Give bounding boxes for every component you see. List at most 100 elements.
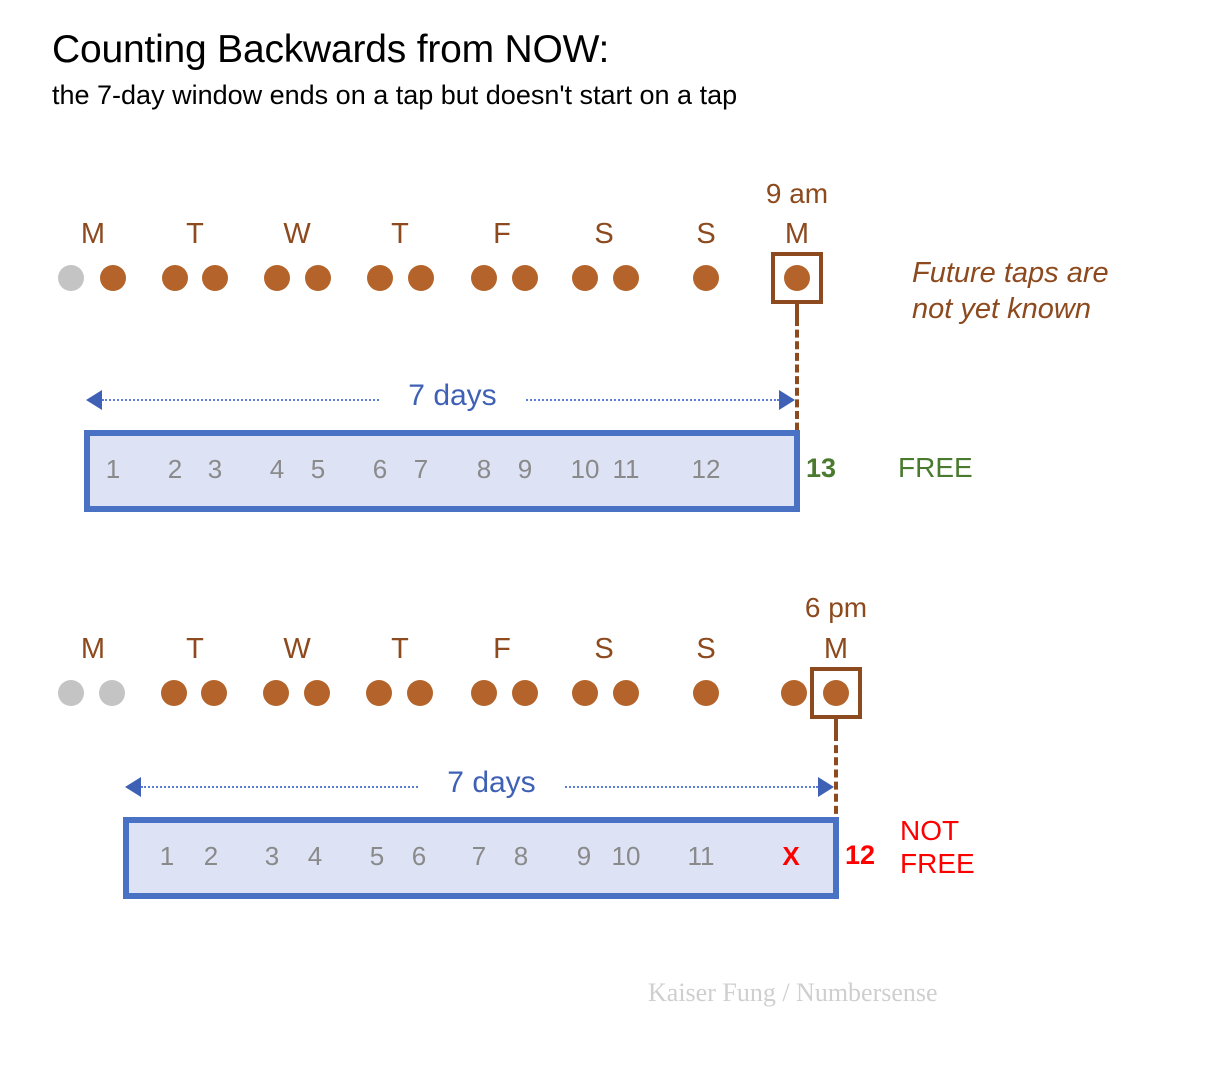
day-label-4: F xyxy=(493,633,511,665)
tap-dot xyxy=(572,680,598,706)
tap-dot xyxy=(100,265,126,291)
now-time-label: 9 am xyxy=(765,178,829,209)
tap-dot xyxy=(471,265,497,291)
future-taps-note-line-1: Future taps are xyxy=(912,257,1109,289)
seven-day-arrow: 7 days xyxy=(125,766,834,802)
day-label-4: F xyxy=(493,218,511,250)
count-cell-6: 6 xyxy=(411,841,427,871)
tap-dot xyxy=(161,680,187,706)
count-cell-5: 5 xyxy=(369,841,385,871)
arrow-head-right-icon xyxy=(779,390,795,410)
count-window-bar xyxy=(123,817,839,899)
tap-dot xyxy=(408,265,434,291)
count-cell-8: 8 xyxy=(513,841,529,871)
now-stem xyxy=(834,719,838,733)
tap-dot xyxy=(367,265,393,291)
count-cell-7: 7 xyxy=(471,841,487,871)
arrow-label: 7 days xyxy=(380,379,525,413)
verdict-line-1: NOT xyxy=(900,815,960,846)
day-label-2: W xyxy=(283,218,311,250)
tap-dot xyxy=(781,680,807,706)
now-drop-line xyxy=(795,318,799,512)
now-day-label: M xyxy=(823,633,849,665)
tap-dot xyxy=(366,680,392,706)
tap-dot xyxy=(693,265,719,291)
now-time-label: 6 pm xyxy=(804,592,868,623)
tap-dot xyxy=(613,680,639,706)
total-count: 12 xyxy=(845,840,876,870)
count-cell-1: 1 xyxy=(105,454,121,484)
arrow-line-right xyxy=(533,786,818,788)
tap-dot xyxy=(693,680,719,706)
count-cell-9: 9 xyxy=(517,454,533,484)
tap-dot xyxy=(471,680,497,706)
tap-dot xyxy=(201,680,227,706)
day-label-5: S xyxy=(594,218,614,250)
now-marker-box xyxy=(771,252,823,304)
attribution-footer: Kaiser Fung / Numbersense xyxy=(648,978,938,1007)
seven-day-arrow: 7 days xyxy=(86,379,795,415)
tap-dot xyxy=(613,265,639,291)
now-tap-dot xyxy=(823,680,849,706)
arrow-head-left-icon xyxy=(86,390,102,410)
count-cell-11: 11 xyxy=(687,841,715,871)
tap-dot xyxy=(305,265,331,291)
count-cell-2: 2 xyxy=(167,454,183,484)
count-cell-10: 10 xyxy=(570,454,600,484)
verdict-line-2: FREE xyxy=(900,848,975,879)
count-cell-9: 9 xyxy=(576,841,592,871)
now-marker-box xyxy=(810,667,862,719)
count-cell-10: 10 xyxy=(611,841,641,871)
unknown-dot xyxy=(58,265,84,291)
tap-dot xyxy=(264,265,290,291)
count-window-bar xyxy=(84,430,800,512)
now-drop-line xyxy=(834,733,838,899)
count-cell-2: 2 xyxy=(203,841,219,871)
day-label-3: T xyxy=(391,633,409,665)
tap-dot xyxy=(512,265,538,291)
day-label-0: M xyxy=(80,218,106,250)
day-label-2: W xyxy=(283,633,311,665)
count-cell-11: 11 xyxy=(612,454,640,484)
tap-dot xyxy=(407,680,433,706)
count-cell-7: 7 xyxy=(413,454,429,484)
tap-dot xyxy=(572,265,598,291)
count-cell-6: 6 xyxy=(372,454,388,484)
arrow-head-right-icon xyxy=(818,777,834,797)
count-cell-12: 12 xyxy=(691,454,721,484)
day-label-1: T xyxy=(186,218,204,250)
future-taps-note: Future taps are not yet known xyxy=(912,255,1109,327)
future-taps-note-line-2: not yet known xyxy=(912,293,1091,325)
count-cell-3: 3 xyxy=(207,454,223,484)
count-cell-4: 4 xyxy=(307,841,323,871)
total-count: 13 xyxy=(806,453,837,483)
tap-dot xyxy=(162,265,188,291)
unknown-dot xyxy=(99,680,125,706)
arrow-line-right xyxy=(494,399,779,401)
arrow-label: 7 days xyxy=(419,766,564,800)
day-label-6: S xyxy=(696,218,716,250)
tap-dot xyxy=(263,680,289,706)
day-label-6: S xyxy=(696,633,716,665)
now-tap-dot xyxy=(784,265,810,291)
count-cell-1: 1 xyxy=(159,841,175,871)
verdict-label: FREE xyxy=(898,452,973,483)
arrow-head-left-icon xyxy=(125,777,141,797)
count-cell-5: 5 xyxy=(310,454,326,484)
count-cell-4: 4 xyxy=(269,454,285,484)
tap-dot xyxy=(512,680,538,706)
page-title: Counting Backwards from NOW: xyxy=(52,28,610,71)
now-stem xyxy=(795,304,799,318)
arrow-line-left xyxy=(141,786,426,788)
tap-dot xyxy=(304,680,330,706)
arrow-line-left xyxy=(102,399,387,401)
now-day-label: M xyxy=(784,218,810,250)
day-label-5: S xyxy=(594,633,614,665)
tap-dot xyxy=(202,265,228,291)
day-label-1: T xyxy=(186,633,204,665)
excluded-cell-mark: X xyxy=(782,841,800,871)
unknown-dot xyxy=(58,680,84,706)
count-cell-8: 8 xyxy=(476,454,492,484)
